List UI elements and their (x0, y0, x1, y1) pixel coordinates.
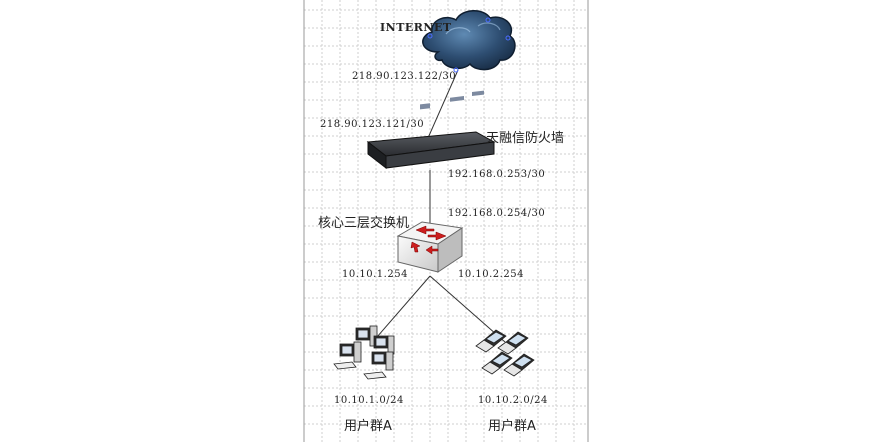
link-switch-group-a (370, 276, 430, 345)
cloud-icon (423, 11, 515, 72)
switch-vlan1-ip: 10.10.1.254 (342, 270, 408, 280)
group-a-label: 用户群A (344, 420, 392, 433)
internet-side-ip: 218.90.123.122/30 (352, 72, 456, 82)
laptop-cluster-icon (476, 330, 534, 376)
switch-uplink-ip: 192.168.0.254/30 (448, 209, 545, 219)
switch-vlan2-ip: 10.10.2.254 (458, 270, 524, 280)
internet-label: INTERNET (380, 22, 452, 33)
firewall-lan-ip: 192.168.0.253/30 (448, 170, 545, 180)
core-switch-label: 核心三层交换机 (318, 217, 409, 230)
firewall-label: 天融信防火墙 (486, 132, 564, 145)
subnet-a-ip: 10.10.1.0/24 (334, 396, 404, 406)
group-b-label: 用户群A (488, 420, 536, 433)
subnet-b-ip: 10.10.2.0/24 (478, 396, 548, 406)
firewall-wan-ip: 218.90.123.121/30 (320, 120, 424, 130)
